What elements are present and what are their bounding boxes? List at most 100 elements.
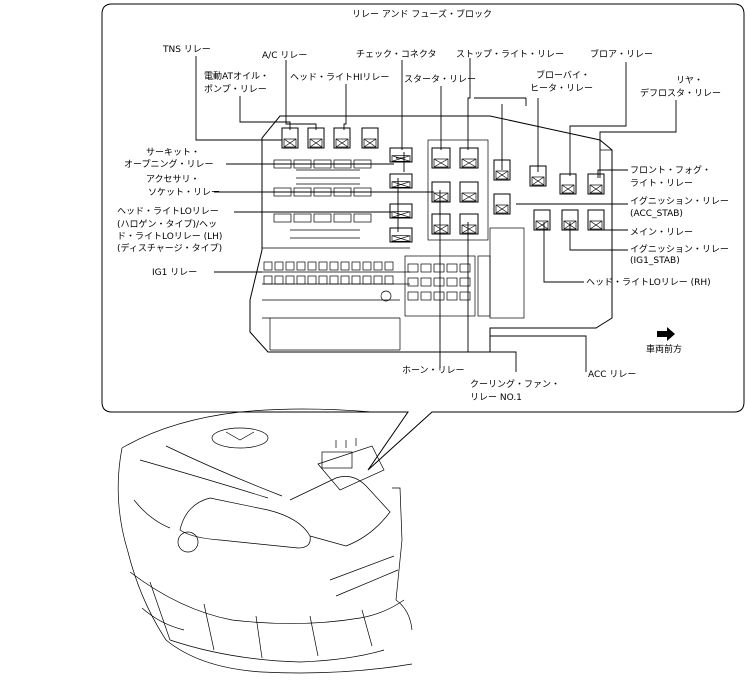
relay-unit (307, 127, 325, 149)
label-rear-2: デフロスタ・リレー (640, 87, 721, 99)
fuse-slot (318, 261, 328, 271)
label-at-oil-1: 電動ATオイル・ (204, 71, 269, 82)
front-arrow-icon (657, 327, 675, 341)
fuse-slot (433, 263, 445, 273)
relay-unit (459, 147, 479, 169)
label-check-connector: チェック・コネクタ (356, 49, 436, 60)
fuse-slot (433, 277, 445, 287)
label-headlo-2: (ハロゲン・タイプ)/ヘッ (117, 218, 217, 230)
fuse-slot (274, 275, 284, 285)
fuse-slot (384, 261, 394, 271)
fuse-slot (296, 261, 306, 271)
relay-unit (281, 127, 299, 149)
fuse-slot (407, 291, 419, 301)
label-ig1stab-2: (IG1_STAB) (630, 256, 680, 266)
relay-unit (559, 173, 577, 195)
fuse-slot (384, 275, 394, 285)
fuse-slot (318, 275, 328, 285)
label-at-oil-2: ポンプ・リレー (204, 84, 267, 95)
label-cooling-2: リレー NO.1 (470, 393, 522, 403)
label-circuit-1: サーキット・ (146, 147, 200, 158)
fuse-slot (420, 291, 432, 301)
fuse-block (249, 115, 613, 353)
label-headlo-4: (ディスチャージ・タイプ) (117, 242, 222, 254)
fuse-slot (420, 277, 432, 287)
label-headlo-rh: ヘッド・ライトLOリレー (RH) (586, 277, 711, 288)
fuse-slot (362, 261, 372, 271)
label-ac-relay: A/C リレー (262, 51, 307, 61)
car-illustration (117, 408, 413, 674)
label-headlight-hi: ヘッド・ライトHIリレー (290, 72, 389, 83)
fuse-slot (340, 261, 350, 271)
label-horn-relay: ホーン・リレー (402, 365, 465, 376)
diagram-title: リレー アンド フューズ・ブロック (352, 8, 492, 20)
fuse-slot (329, 275, 339, 285)
fuse-slot (446, 291, 458, 301)
fuse-slot (362, 275, 372, 285)
fuse-slot (373, 261, 383, 271)
label-rear-1: リヤ・ (676, 76, 703, 86)
relay-unit (389, 147, 413, 163)
label-fog-1: フロント・フォグ・ (630, 164, 711, 176)
fuse-slot (273, 213, 292, 223)
label-circuit-2: オープニング・リレー (124, 158, 213, 170)
fuse-slot (263, 275, 273, 285)
relay-unit (361, 127, 379, 149)
leader-lines (195, 56, 677, 372)
label-cooling-1: クーリング・ファン・ (470, 378, 560, 390)
fuse-slot (459, 263, 471, 273)
label-access-1: アクセサリ・ (146, 174, 200, 185)
fuse-slot (351, 261, 361, 271)
label-main-relay: メイン・リレー (630, 228, 693, 238)
label-stop-light: ストップ・ライト・リレー (456, 49, 564, 60)
fuse-slot (420, 263, 432, 273)
fuse-slot (313, 213, 332, 223)
fuse-slot (459, 291, 471, 301)
fuse-slot (274, 261, 284, 271)
label-blower-relay: ブロア・リレー (590, 48, 653, 60)
label-accstab-1: イグニッション・リレー (630, 195, 729, 207)
label-front: 車両前方 (646, 343, 682, 355)
fuse-slot (263, 261, 273, 271)
relay-unit (459, 213, 479, 235)
label-fog-2: ライト・リレー (630, 178, 693, 189)
fuse-rows (263, 159, 471, 301)
relay-unit (431, 213, 451, 235)
relay-unit (389, 227, 413, 243)
fuse-slot (407, 263, 419, 273)
relay-unit (389, 173, 413, 189)
fuse-slot (459, 277, 471, 287)
relay-unit (431, 181, 451, 203)
fuse-slot (373, 275, 383, 285)
fuse-slot (433, 291, 445, 301)
fuse-slot (307, 275, 317, 285)
fuse-slot (340, 275, 350, 285)
labels: TNS リレー A/C リレー 電動ATオイル・ ポンプ・リレー ヘッド・ライト… (117, 45, 729, 403)
fuse-slot (446, 277, 458, 287)
relay-unit (389, 203, 413, 219)
label-tns-relay: TNS リレー (162, 45, 211, 55)
relay-unit (587, 173, 605, 195)
relay-unit (333, 127, 351, 149)
fuse-slot (307, 261, 317, 271)
relay-unit (533, 209, 551, 231)
label-accstab-2: (ACC_STAB) (630, 209, 683, 219)
fuse-slot (333, 213, 352, 223)
label-ig1stab-1: イグニッション・リレー (630, 243, 729, 255)
fuse-slot (407, 277, 419, 287)
fuse-slot (446, 263, 458, 273)
relay-unit (459, 181, 479, 203)
fuse-slot (285, 261, 295, 271)
label-access-2: ソケット・リレー (148, 187, 220, 198)
relay-unit (431, 147, 451, 169)
fuse-slot (351, 275, 361, 285)
label-starter-relay: スタータ・リレー (404, 74, 476, 85)
fuse-slot (353, 213, 372, 223)
label-ig1-relay: IG1 リレー (152, 268, 197, 278)
label-blowby-2: ヒータ・リレー (530, 83, 593, 94)
label-headlo-1: ヘッド・ライトLOリレー (117, 206, 219, 217)
label-blowby-1: ブローバイ・ (536, 69, 590, 81)
relay-unit (493, 193, 511, 215)
fuse-slot (329, 261, 339, 271)
